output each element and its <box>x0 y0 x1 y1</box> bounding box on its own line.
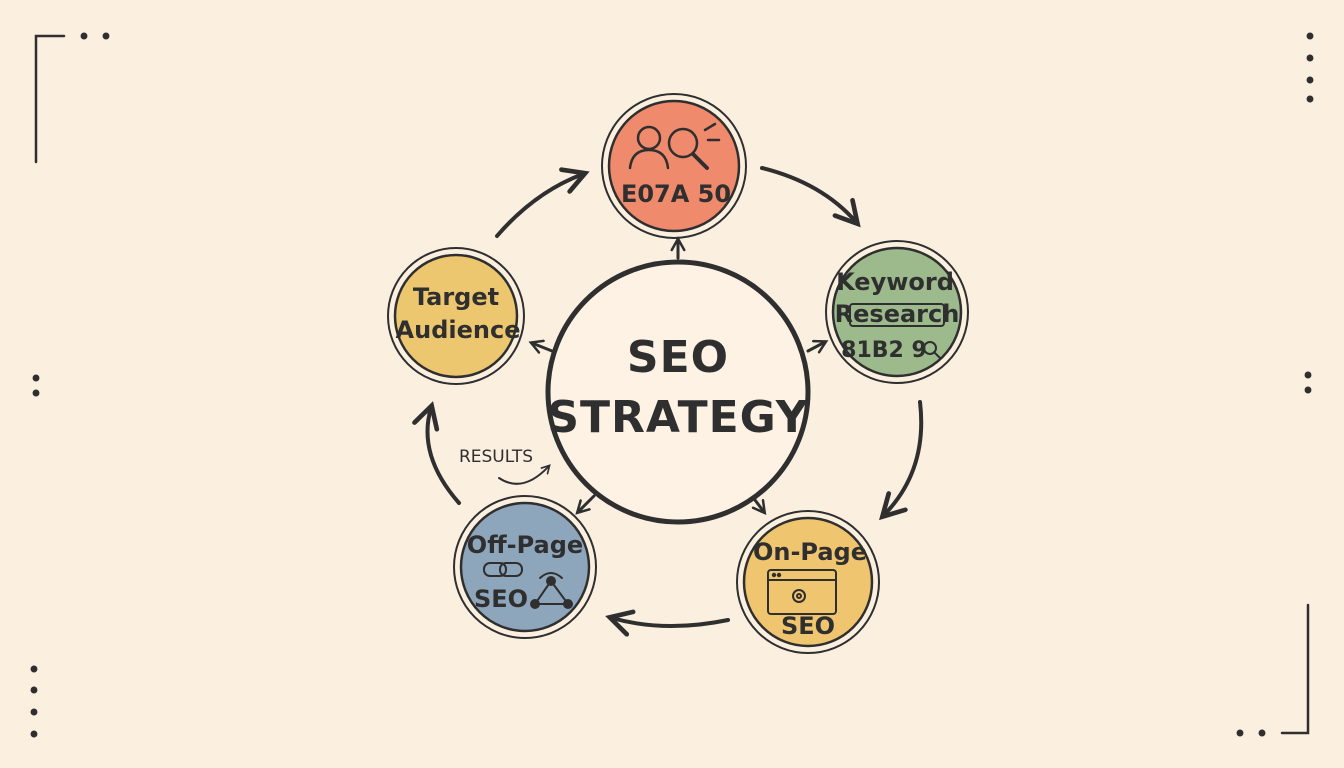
browser-gear-icon <box>767 569 837 615</box>
node-on-page-seo: On-Page SEO <box>736 510 880 654</box>
node-keyword-line1: Keyword <box>836 268 954 296</box>
center-node: SEO STRATEGY <box>545 259 811 525</box>
node-top-label: E07A 50 <box>621 180 731 208</box>
node-keyword-line2: Research <box>835 300 960 328</box>
arrow-top-to-keyword <box>760 166 856 222</box>
cycle-arrows <box>428 166 924 626</box>
node-onpage-line2: SEO <box>781 612 835 640</box>
node-audience-fill <box>393 253 519 379</box>
center-spokes <box>532 240 825 512</box>
node-off-page-seo: Off-Page SEO <box>453 495 597 639</box>
node-target-audience: Target Audience <box>387 247 525 385</box>
node-offpage-line2: SEO <box>474 585 528 613</box>
results-annotation: RESULTS <box>459 447 549 485</box>
node-keyword-fill <box>831 246 963 378</box>
arrow-offpage-to-audience <box>428 408 461 505</box>
node-onpage-line1: On-Page <box>753 538 867 566</box>
arrow-onpage-to-offpage <box>612 618 730 626</box>
corner-decorations <box>30 32 1314 738</box>
node-audience-line2: Audience <box>396 316 521 344</box>
results-label: RESULTS <box>459 447 533 467</box>
node-top-fill <box>607 99 741 233</box>
link-network-icon <box>483 562 573 609</box>
arrow-audience-to-top <box>495 174 583 238</box>
arrow-keyword-to-onpage <box>884 400 924 515</box>
node-audience-line1: Target <box>413 283 499 311</box>
center-title-line1: SEO <box>627 332 729 383</box>
node-offpage-fill <box>459 501 591 633</box>
node-top: E07A 50 <box>601 93 747 239</box>
node-offpage-line1: Off-Page <box>467 531 583 559</box>
results-curve-arrow <box>498 466 549 485</box>
node-keyword-line3: 81B2 9 <box>841 338 927 363</box>
node-keyword-research: Keyword Research 81B2 9 <box>825 240 969 384</box>
search-bar-icon <box>849 303 945 359</box>
center-title-line2: STRATEGY <box>547 392 808 443</box>
person-magnifier-icon <box>628 122 721 170</box>
